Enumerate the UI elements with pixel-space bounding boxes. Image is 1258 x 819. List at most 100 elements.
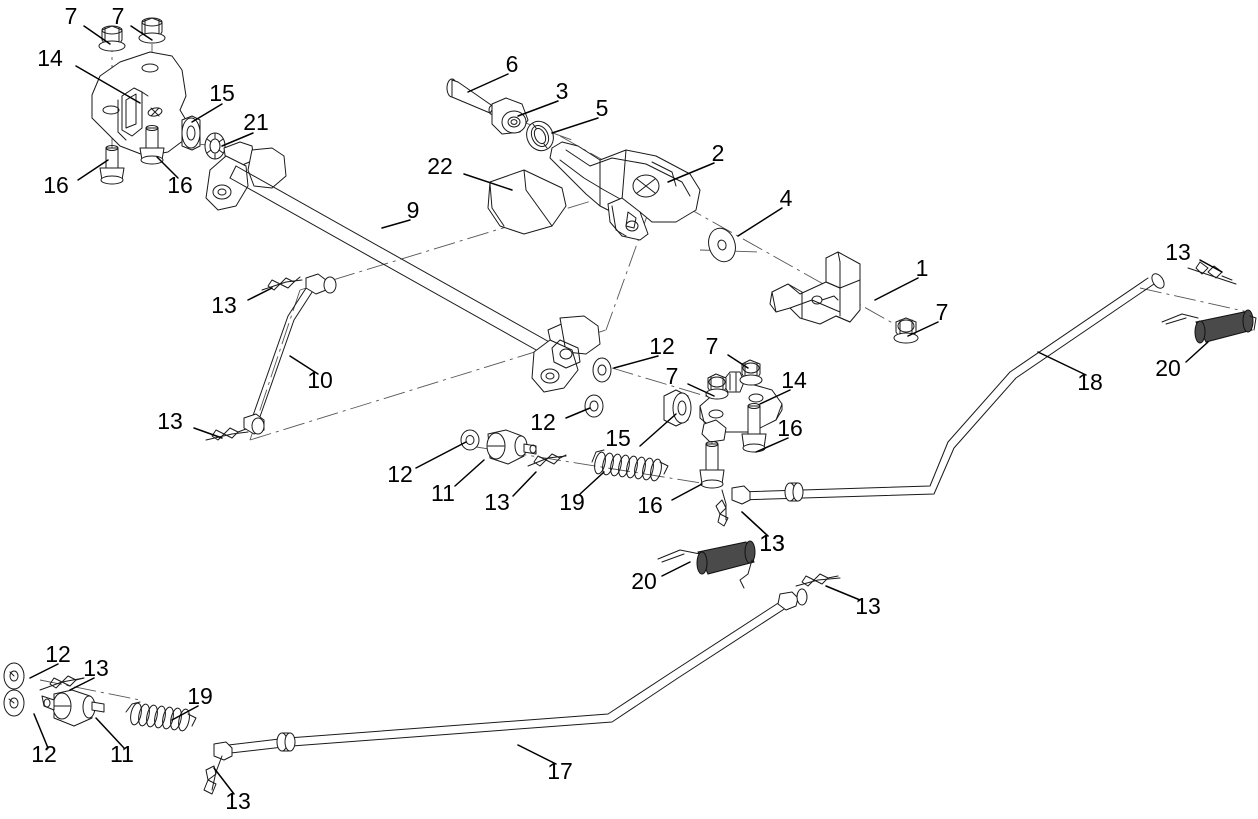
callout-6: 6 (467, 51, 519, 93)
callout-7: 7 (666, 363, 715, 397)
callout-leader-line (517, 744, 557, 765)
callout-number: 13 (83, 655, 109, 681)
callout-number: 9 (407, 197, 420, 223)
callout-number: 16 (637, 492, 663, 518)
callout-number: 13 (759, 530, 785, 556)
part-13-cotter-b (205, 427, 249, 441)
callout-17: 17 (517, 744, 573, 784)
callout-20: 20 (1155, 341, 1209, 381)
callout-leader-line (69, 677, 95, 691)
callout-number: 22 (427, 153, 453, 179)
callout-leader-line (454, 459, 485, 487)
callout-7: 7 (65, 3, 111, 45)
callout-leader-line (171, 705, 199, 721)
callout-number: 15 (605, 425, 631, 451)
callout-leader-line (741, 511, 769, 537)
callout-leader-line (1199, 259, 1223, 273)
callout-number: 3 (556, 78, 569, 104)
callout-number: 2 (712, 140, 725, 166)
callout-number: 12 (387, 461, 413, 487)
callout-number: 13 (759, 530, 785, 556)
callout-7: 7 (112, 3, 153, 41)
callout-10: 10 (289, 355, 333, 393)
callout-15: 15 (191, 80, 235, 123)
callout-12: 12 (29, 641, 71, 679)
callout-leader-line (825, 585, 861, 601)
callout-number: 16 (43, 172, 69, 198)
part-2-pedal-arm (549, 141, 701, 241)
callout-number: 6 (506, 51, 519, 77)
callout-9: 9 (381, 197, 420, 229)
callout-leader-line (221, 132, 254, 147)
callout-leader-line (737, 207, 783, 237)
callout-leader-line (755, 437, 789, 453)
part-4-flat-washer (708, 227, 736, 263)
callout-number: 19 (559, 489, 585, 515)
callout-leader-line (661, 561, 691, 577)
callout-leader-line (83, 25, 111, 45)
callout-number: 7 (112, 3, 125, 29)
callout-number: 11 (431, 480, 455, 506)
callout-leader-line (213, 767, 235, 795)
callout-leader-line (381, 219, 411, 229)
callout-leader-line (463, 173, 513, 191)
part-15-bushing-center (663, 389, 692, 427)
part-3-conical-washer (491, 97, 529, 135)
callout-21: 21 (221, 109, 269, 147)
part-7-flange-nut-c (893, 317, 919, 344)
callout-leader-line (1185, 341, 1209, 363)
callout-number: 16 (167, 172, 193, 198)
callout-14: 14 (37, 45, 141, 104)
callout-13: 13 (213, 767, 251, 814)
callout-12: 12 (613, 333, 675, 369)
callout-leader-line (565, 407, 591, 419)
callout-12: 12 (31, 713, 57, 767)
callout-leader-line (1037, 351, 1087, 376)
part-15-bushing-top (181, 115, 201, 151)
callout-leader-line (727, 354, 749, 369)
callout-leader-line (759, 389, 791, 405)
callout-leader-line (579, 471, 605, 495)
callout-leader-line (415, 441, 467, 469)
callout-13: 13 (1165, 239, 1223, 273)
part-9-cross-shaft (205, 141, 601, 393)
callout-leader-line (687, 383, 715, 397)
part-7-flange-nut-a (98, 25, 126, 52)
callout-leader-line (874, 277, 919, 301)
callout-number: 1 (916, 255, 929, 281)
callout-11: 11 (431, 459, 485, 506)
part-21-retaining-ring (204, 132, 226, 160)
part-13-cotter-h (39, 675, 85, 691)
part-16-flange-bolt-d (699, 441, 725, 489)
callout-11: 11 (95, 717, 134, 767)
callout-leader-line (907, 321, 939, 337)
part-12-washer-c (3, 662, 25, 690)
callout-13: 13 (825, 585, 881, 619)
callout-20: 20 (631, 561, 691, 594)
callout-number: 7 (666, 363, 679, 389)
callout-number: 7 (936, 299, 949, 325)
callout-7: 7 (907, 299, 949, 337)
callout-number: 20 (631, 568, 657, 594)
callout-number: 10 (307, 367, 333, 393)
part-19-extension-spring-bottom (125, 701, 197, 732)
callout-number: 12 (530, 409, 556, 435)
callout-leader-line (467, 73, 509, 93)
callout-leader-line (667, 162, 715, 183)
part-12-washer-d (3, 689, 25, 717)
part-22-pedal-pad (487, 169, 567, 235)
callout-16: 16 (637, 483, 703, 518)
callout-leader-line (193, 427, 223, 439)
callout-leader-line (613, 355, 659, 369)
part-13-cotter-e (1187, 261, 1237, 285)
part-11-clevis-bottom (41, 689, 105, 727)
callout-leader-line (247, 287, 273, 301)
callout-number: 21 (243, 109, 269, 135)
callout-number: 19 (187, 683, 213, 709)
callout-number: 7 (706, 333, 719, 359)
part-1-mounting-bracket (769, 251, 861, 325)
callout-number: 5 (596, 95, 609, 121)
callout-number: 13 (1165, 239, 1191, 265)
